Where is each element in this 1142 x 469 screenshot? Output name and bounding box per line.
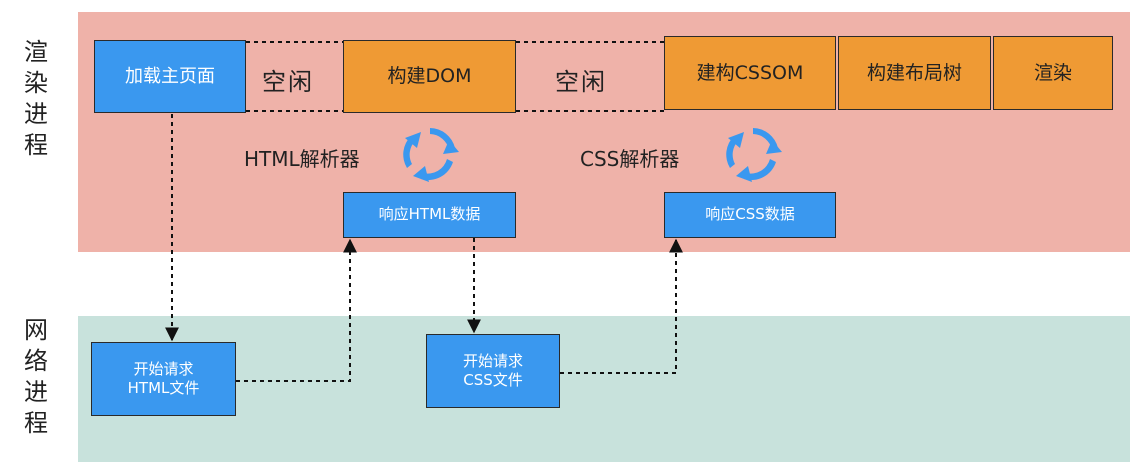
- load-main-page-box: 加载主页面: [94, 40, 246, 113]
- css-parser-cycle-icon: [726, 128, 782, 182]
- response-html-data-box: 响应HTML数据: [343, 192, 516, 238]
- request-css-file-box: 开始请求 CSS文件: [426, 334, 560, 408]
- build-layout-tree-box: 构建布局树: [838, 36, 991, 110]
- arrow-request-css-to-response: [560, 238, 683, 374]
- build-dom-box: 构建DOM: [343, 40, 516, 113]
- network-process-lane: [78, 316, 1130, 462]
- build-cssom-box: 建构CSSOM: [664, 36, 836, 110]
- render-process-label: 渲 染 进 程: [24, 38, 48, 159]
- arrow-request-html-to-response: [236, 238, 357, 382]
- request-html-file-box: 开始请求 HTML文件: [91, 342, 236, 416]
- html-parser-cycle-icon: [403, 128, 459, 182]
- render-box: 渲染: [993, 36, 1113, 110]
- idle-label-2: 空闲: [555, 68, 607, 96]
- response-css-data-box: 响应CSS数据: [664, 192, 836, 238]
- idle-label-1: 空闲: [262, 68, 314, 96]
- network-process-label: 网 络 进 程: [24, 316, 48, 437]
- html-parser-label: HTML解析器: [244, 147, 360, 171]
- css-parser-label: CSS解析器: [580, 147, 680, 171]
